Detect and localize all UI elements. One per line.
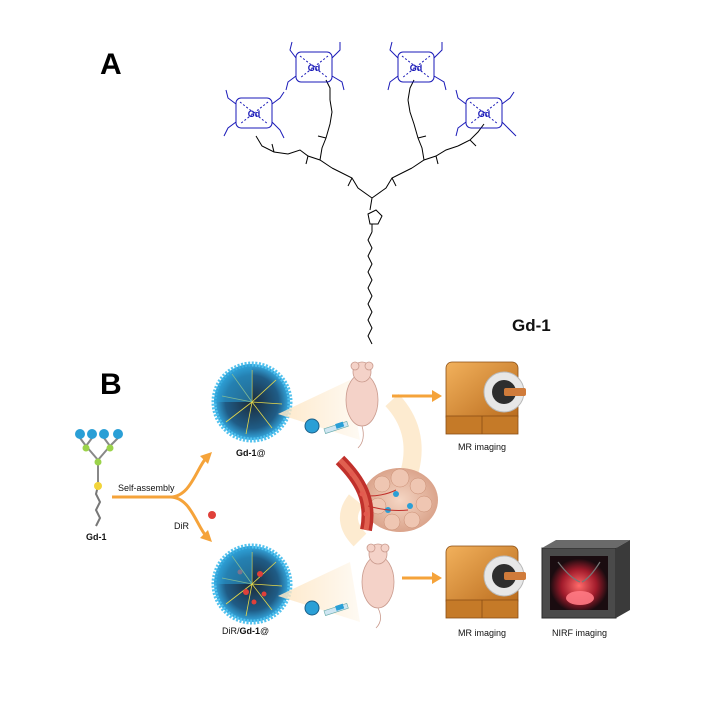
syringe-bottom xyxy=(323,603,349,616)
alkyl-tail xyxy=(367,231,373,345)
micelle-top-label-bold: Gd-1 xyxy=(236,448,257,458)
gen2-left xyxy=(287,149,333,169)
gd1-structure xyxy=(255,79,485,345)
micelle-top xyxy=(211,361,293,443)
gd-chelate-1 xyxy=(223,89,285,139)
small-particle-top xyxy=(304,418,320,434)
small-particle-bottom xyxy=(304,600,320,616)
micelle-bottom-label-suffix: @ xyxy=(260,626,270,636)
nirf-mouse xyxy=(566,591,594,605)
monomer-gd-head-2 xyxy=(87,429,97,439)
triazole-ring xyxy=(367,209,383,225)
monomer-gd-head-4 xyxy=(113,429,123,439)
scan-arrows xyxy=(392,394,434,580)
gen2-right xyxy=(411,145,459,169)
gd-chelate-3 xyxy=(387,41,447,91)
core-branch-right xyxy=(371,167,413,199)
panel-a-letter: A xyxy=(100,48,122,81)
arm-2 xyxy=(325,79,331,100)
dir-dye-dot xyxy=(208,511,216,519)
monomer-cartoon xyxy=(75,429,123,527)
glow-arc-bottom xyxy=(340,494,367,547)
micelle-top-label: Gd-1@ xyxy=(236,448,266,458)
arm-1 xyxy=(255,135,289,155)
gd-symbol-2: Gd xyxy=(308,63,321,73)
arrow-down xyxy=(169,495,208,537)
mr-scanner-bottom xyxy=(445,545,526,619)
gen2-left-b xyxy=(319,99,333,161)
arrow-to-mr-top-head xyxy=(432,390,442,402)
mouse-top xyxy=(345,361,379,449)
arrow-to-mr-bottom-head xyxy=(432,572,442,584)
compound-label-gd1: Gd-1 xyxy=(512,316,551,335)
arm-4 xyxy=(457,123,485,147)
glow-arc-top xyxy=(385,393,422,473)
micelle-bottom-label: DiR/Gd-1@ xyxy=(222,626,269,636)
mr-imaging-top-label: MR imaging xyxy=(458,442,507,452)
core-branch-left xyxy=(331,167,373,199)
gd-symbol-3: Gd xyxy=(410,63,423,73)
gd-symbol-4: Gd xyxy=(478,109,491,119)
nirf-imager xyxy=(541,540,630,619)
monomer-gd-head-3 xyxy=(99,429,109,439)
arrow-up-head xyxy=(200,452,212,464)
nirf-imaging-label: NIRF imaging xyxy=(552,628,608,638)
gd-symbol-1: Gd xyxy=(248,109,261,119)
gd-chelates xyxy=(223,41,517,139)
monomer-tail xyxy=(94,485,102,527)
arrow-up xyxy=(169,457,208,499)
mr-scanner-top xyxy=(445,361,526,435)
mouse-bottom xyxy=(361,543,395,629)
mr-imaging-bottom-label: MR imaging xyxy=(458,628,507,638)
monomer-label: Gd-1 xyxy=(86,532,107,542)
arrow-down-head xyxy=(200,530,212,542)
micelle-bottom xyxy=(211,543,293,625)
tumor-vessel xyxy=(335,455,438,532)
assembly-arrows xyxy=(112,457,208,537)
gd-chelate-2 xyxy=(285,41,345,91)
micelle-bottom-label-prefix: DiR/ xyxy=(222,626,240,636)
panel-b-letter: B xyxy=(100,368,122,401)
micelle-bottom-label-bold: Gd-1 xyxy=(239,626,261,636)
dir-label: DiR xyxy=(174,521,189,531)
gd-chelate-4 xyxy=(455,89,517,137)
arm-3 xyxy=(407,79,415,101)
syringe-top xyxy=(323,421,349,434)
self-assembly-label: Self-assembly xyxy=(118,483,175,493)
gen2-right-b xyxy=(407,99,425,161)
monomer-gd-head-1 xyxy=(75,429,85,439)
micelle-top-label-suffix: @ xyxy=(256,448,266,458)
